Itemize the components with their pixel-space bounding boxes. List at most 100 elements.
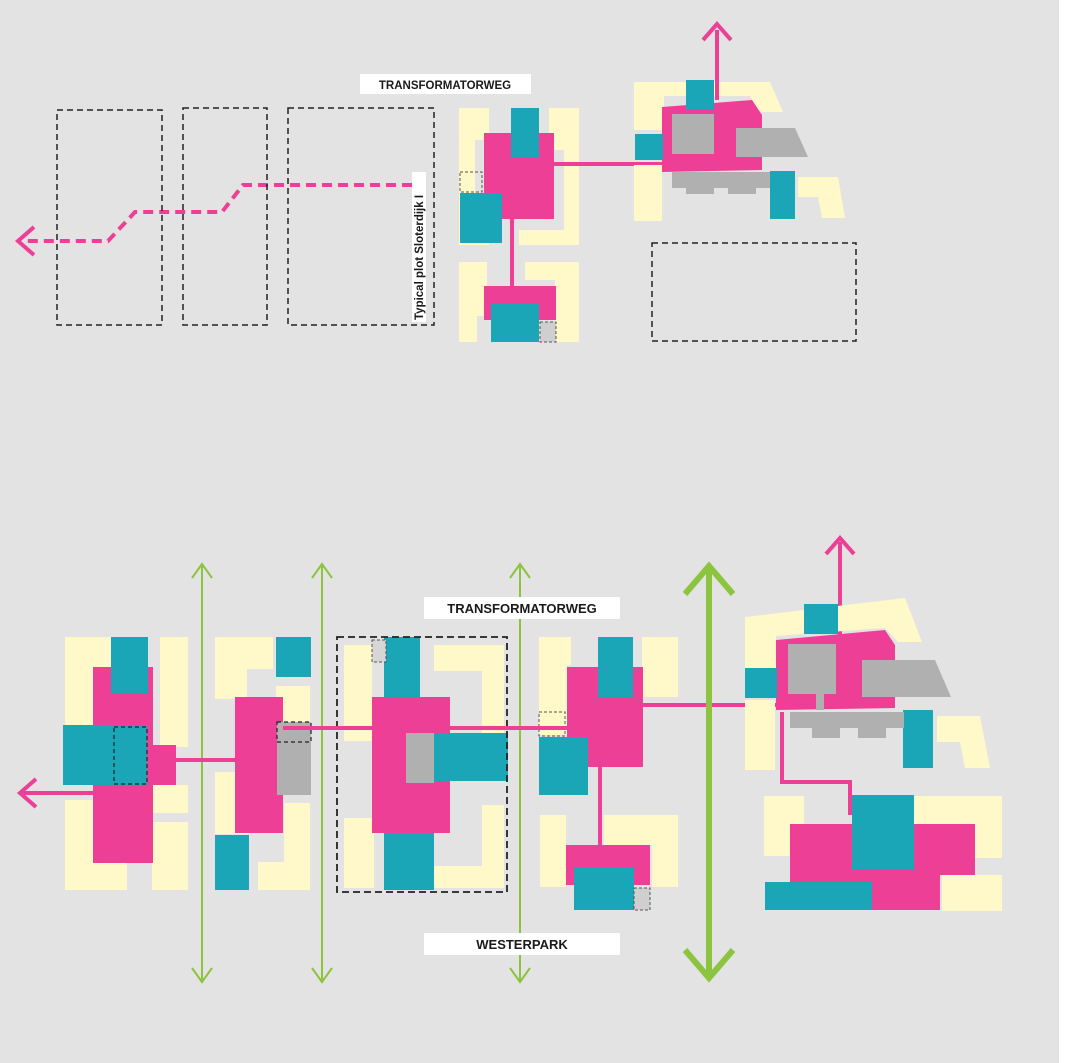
- small-plot-outline: [371, 639, 387, 663]
- green-axis-main-arrow-icon: [682, 561, 736, 596]
- street-label-top: TRANSFORMATORWEG: [379, 80, 511, 92]
- existing-building: [816, 692, 824, 710]
- public-block: [491, 304, 539, 342]
- green-axis-arrow-icon: [191, 967, 213, 984]
- housing-block: [519, 108, 579, 245]
- bottom-diagram: TRANSFORMATORWEG WESTERPARK: [16, 534, 1002, 984]
- small-plot-outline: [538, 711, 566, 737]
- public-block: [215, 835, 249, 890]
- existing-building: [672, 114, 714, 154]
- existing-building: [406, 733, 434, 783]
- housing-block: [798, 177, 845, 218]
- cluster-b-top: [459, 262, 579, 343]
- public-block: [635, 134, 663, 160]
- plot-outline-2: [182, 107, 268, 326]
- cluster-1-bottom: [63, 637, 188, 890]
- dashed-route-west: [22, 183, 412, 243]
- public-block: [111, 637, 148, 693]
- street-label-box: [360, 74, 531, 94]
- park-label: WESTERPARK: [476, 937, 568, 952]
- arrow-north-icon: [701, 20, 733, 42]
- housing-block: [634, 165, 662, 221]
- park-label-box: [424, 933, 620, 955]
- housing-block: [344, 818, 374, 888]
- typical-plot-label: Typical plot Sloterdijk I: [414, 195, 426, 320]
- existing-building: [790, 712, 904, 738]
- housing-block: [434, 645, 504, 741]
- housing-block: [634, 82, 783, 130]
- green-axis-arrow-icon: [311, 562, 333, 579]
- public-block: [511, 108, 539, 158]
- public-block: [745, 668, 777, 698]
- core-block: [235, 697, 283, 833]
- green-axes: [191, 562, 531, 984]
- housing-block: [745, 700, 775, 770]
- housing-block: [344, 645, 372, 741]
- public-block: [384, 637, 420, 697]
- public-block: [276, 637, 311, 677]
- housing-block: [152, 785, 188, 813]
- public-block: [598, 637, 633, 697]
- housing-block: [642, 637, 678, 697]
- existing-building: [862, 660, 951, 697]
- typical-plot-outline: [336, 636, 508, 893]
- cluster-3-bottom: [336, 636, 508, 893]
- housing-block: [215, 637, 273, 699]
- housing-block: [152, 822, 188, 890]
- typical-plot-label-box: [412, 172, 426, 322]
- housing-block: [937, 716, 990, 768]
- arrow-west-dashed-icon: [14, 225, 36, 257]
- green-axis-main-arrow-icon: [682, 948, 736, 983]
- public-block: [770, 171, 795, 219]
- public-block: [460, 193, 502, 243]
- housing-block: [539, 637, 571, 735]
- public-block: [574, 867, 634, 910]
- cluster-5-bottom: [745, 598, 1002, 911]
- housing-block: [525, 262, 579, 342]
- housing-block: [459, 262, 487, 342]
- existing-building: [736, 128, 808, 157]
- existing-building: [788, 644, 836, 694]
- green-axis-arrow-icon: [509, 562, 531, 579]
- existing-building: [672, 172, 770, 194]
- route-connector: [780, 712, 852, 815]
- public-block: [63, 725, 147, 785]
- street-label-bottom: TRANSFORMATORWEG: [447, 601, 597, 616]
- small-plot-outline: [459, 171, 483, 193]
- housing-block: [942, 875, 1002, 911]
- small-plot-outline: [276, 721, 312, 743]
- public-block: [384, 833, 434, 890]
- arrow-north-icon: [824, 534, 856, 556]
- street-label-box-bottom: [424, 597, 620, 619]
- public-block: [852, 795, 914, 870]
- public-block: [804, 604, 838, 634]
- green-axis-arrow-icon: [191, 562, 213, 579]
- plot-outline-1: [56, 109, 163, 326]
- green-axis-arrow-icon: [311, 967, 333, 984]
- existing-building: [277, 722, 311, 795]
- small-plot-outline: [633, 887, 651, 911]
- public-block: [539, 737, 588, 795]
- housing-block: [160, 637, 188, 747]
- green-axis-arrow-icon: [509, 967, 531, 984]
- public-block: [903, 710, 933, 768]
- top-diagram: TRANSFORMATORWEG Typical plot Sloterdijk…: [14, 20, 857, 343]
- core-block: [150, 745, 176, 785]
- main-green-axis: [682, 561, 736, 983]
- public-block: [434, 733, 508, 781]
- cluster-2-bottom: [215, 637, 312, 890]
- arrow-west-icon: [16, 777, 38, 809]
- plot-outline-typical: [287, 107, 435, 326]
- cluster-4-bottom: [538, 637, 678, 911]
- housing-block: [434, 805, 504, 888]
- housing-block: [604, 815, 678, 887]
- small-plot-outline: [539, 321, 557, 343]
- plot-outline-east: [651, 242, 857, 342]
- housing-block: [745, 598, 922, 668]
- housing-block: [540, 815, 566, 887]
- cluster-a-top: [459, 108, 579, 245]
- housing-block: [258, 803, 310, 890]
- cluster-c-top: [634, 20, 845, 221]
